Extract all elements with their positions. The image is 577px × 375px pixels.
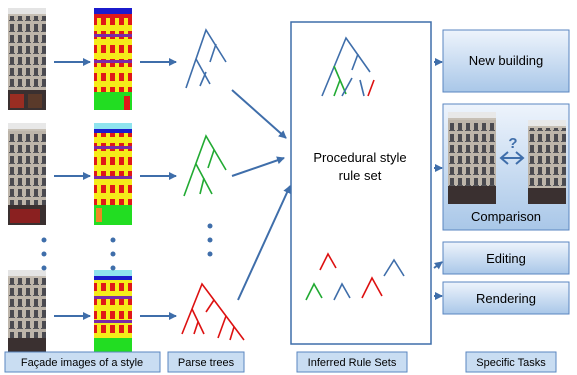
label-facade-images: Façade images of a style (4, 351, 161, 373)
label-parse-trees-text: Parse trees (178, 357, 235, 369)
arrows-label-to-tree (140, 58, 177, 320)
arrows-rules-to-tasks (433, 58, 443, 300)
rule-box-title-line1: Procedural style (313, 150, 406, 165)
parse-tree-red (181, 282, 245, 341)
rule-fragment-green (305, 282, 323, 301)
comparison-facade-left (448, 112, 496, 204)
task-comparison-label: Comparison (471, 209, 541, 224)
label-specific-tasks: Specific Tasks (465, 351, 557, 373)
rule-fragment-red-bottom (361, 276, 383, 299)
task-new-building: New building (442, 29, 570, 93)
task-rendering-label: Rendering (476, 291, 536, 306)
arrows-tree-to-rules (231, 89, 291, 301)
label-inferred-rule-sets: Inferred Rule Sets (296, 351, 408, 373)
comparison-facade-right (528, 120, 566, 204)
task-rendering: Rendering (442, 281, 570, 315)
parse-tree-green (183, 134, 227, 197)
task-new-building-label: New building (469, 53, 543, 68)
rule-tree-top (321, 36, 375, 97)
rule-set-box (290, 21, 432, 345)
label-specific-tasks-text: Specific Tasks (476, 357, 546, 369)
label-parse-trees: Parse trees (167, 351, 245, 373)
rule-fragment-blue (333, 282, 351, 301)
parse-tree-blue (185, 28, 227, 89)
task-editing: Editing (442, 241, 570, 275)
label-facade-images-text: Façade images of a style (21, 357, 143, 369)
rule-fragment-red-top (319, 252, 337, 271)
ellipsis-dots-labels (110, 237, 116, 271)
arrows-photo-to-label (54, 58, 91, 320)
facade-photo-1 (8, 8, 46, 110)
task-comparison: ? Comparison (442, 103, 570, 231)
question-mark: ? (508, 135, 517, 152)
compare-double-arrow-icon (499, 151, 525, 165)
rule-fragment-mixed (383, 258, 405, 277)
facade-photo-3 (8, 270, 46, 352)
facade-label-map-2 (94, 123, 132, 225)
facade-label-map-1 (94, 8, 132, 110)
ellipsis-dots-trees (207, 223, 213, 257)
task-editing-label: Editing (486, 251, 526, 266)
facade-label-map-3 (94, 270, 132, 352)
rule-box-title-line2: rule set (339, 168, 382, 183)
facade-photo-2 (8, 123, 46, 225)
ellipsis-dots-photos (41, 237, 47, 271)
label-inferred-rule-sets-text: Inferred Rule Sets (308, 357, 397, 369)
